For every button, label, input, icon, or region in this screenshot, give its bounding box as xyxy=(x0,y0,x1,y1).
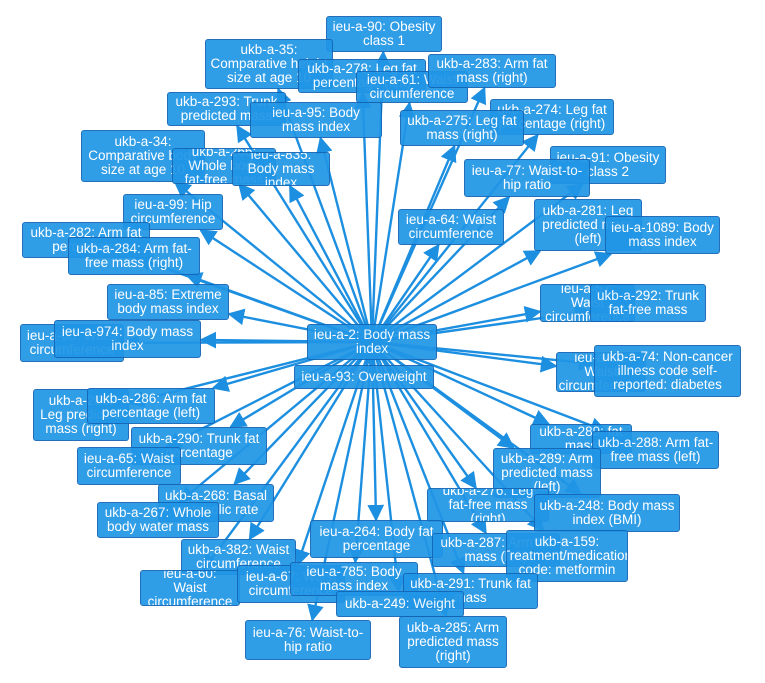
node-159[interactable]: ukb-a-159: Treatment/medication code: me… xyxy=(506,530,628,582)
node-label: ukb-a-276: Leg fat-free mass (right) xyxy=(442,488,534,522)
node-bmi2[interactable]: ieu-a-835: Body mass index xyxy=(232,152,330,186)
node-275[interactable]: ukb-a-275: Leg fat mass (right) xyxy=(400,110,524,146)
node-label: ukb-a-289: Arm predicted mass (left) xyxy=(500,451,594,494)
node-label: ieu-a-99: Hip circumference xyxy=(130,197,216,226)
edge-bmi2 xyxy=(288,184,374,343)
node-bmi3[interactable]: ieu-a-1089: Body mass index xyxy=(605,216,720,254)
node-label: ukb-a-286: Arm fat percentage (left) xyxy=(95,391,207,420)
node-label: ieu-a-77: Waist-to-hip ratio xyxy=(471,163,583,192)
edge-276 xyxy=(371,341,477,490)
node-76[interactable]: ieu-a-76: Waist-to-hip ratio xyxy=(245,620,371,660)
node-label: ukb-a-283: Arm fat mass (right) xyxy=(436,56,548,85)
node-65[interactable]: ieu-a-65: Waist circumference xyxy=(77,447,181,485)
node-label: ukb-a-288: Arm fat-free mass (left) xyxy=(597,435,714,464)
node-85[interactable]: ieu-a-85: Extreme body mass index xyxy=(107,284,229,320)
node-286[interactable]: ukb-a-286: Arm fat percentage (left) xyxy=(87,388,215,424)
edge-266 xyxy=(238,182,373,343)
node-95[interactable]: ieu-a-95: Body mass index xyxy=(250,102,382,138)
center-node[interactable]: ieu-a-2: Body mass index xyxy=(307,324,437,360)
node-label: ukb-a-249: Weight xyxy=(344,596,456,611)
node-label: ukb-a-284: Arm fat-free mass (right) xyxy=(76,241,192,270)
node-label: ieu-a-974: Body mass index xyxy=(61,324,194,353)
node-60[interactable]: ieu-a-60: Waist circumference xyxy=(140,570,240,606)
node-label: ieu-a-785: Body mass index xyxy=(306,564,402,593)
edge-99 xyxy=(199,228,373,344)
node-label: ukb-a-248: Body mass index (BMI) xyxy=(539,498,675,527)
node-label: ieu-a-1089: Body mass index xyxy=(611,220,714,249)
node-264[interactable]: ieu-a-264: Body fat percentage xyxy=(310,520,443,558)
node-248[interactable]: ukb-a-248: Body mass index (BMI) xyxy=(534,494,680,532)
node-974[interactable]: ieu-a-974: Body mass index xyxy=(54,320,201,358)
node-label: ieu-a-2: Body mass index xyxy=(313,327,431,356)
node-77[interactable]: ieu-a-77: Waist-to-hip ratio xyxy=(464,159,590,197)
node-283[interactable]: ukb-a-283: Arm fat mass (right) xyxy=(428,54,556,88)
node-label: ukb-a-285: Arm predicted mass (right) xyxy=(406,620,500,663)
node-93[interactable]: ieu-a-93: Overweight xyxy=(294,365,434,389)
node-label: ieu-a-60: Waist circumference xyxy=(147,570,233,606)
node-64[interactable]: ieu-a-64: Waist circumference xyxy=(398,209,504,245)
node-288[interactable]: ukb-a-288: Arm fat-free mass (left) xyxy=(592,431,719,469)
node-label: ieu-a-64: Waist circumference xyxy=(405,212,497,241)
node-label: ieu-a-93: Overweight xyxy=(301,369,427,384)
node-label: ieu-a-85: Extreme body mass index xyxy=(114,287,222,316)
node-label: ieu-a-76: Waist-to-hip ratio xyxy=(252,625,364,654)
node-785[interactable]: ieu-a-785: Body mass index xyxy=(290,562,418,596)
node-label: ukb-a-35: Comparative height size at age… xyxy=(210,42,328,85)
node-label: ieu-a-90: Obesity class 1 xyxy=(332,19,436,48)
node-label: ukb-a-290: Trunk fat percentage xyxy=(138,431,260,460)
node-285[interactable]: ukb-a-285: Arm predicted mass (right) xyxy=(399,616,507,668)
node-label: ukb-a-74: Non-cancer illness code self-r… xyxy=(602,349,733,392)
node-284[interactable]: ukb-a-284: Arm fat-free mass (right) xyxy=(68,237,200,275)
node-label: ukb-a-275: Leg fat mass (right) xyxy=(407,113,517,142)
node-293[interactable]: ukb-a-293: Trunk predicted mass xyxy=(167,92,286,126)
node-267[interactable]: ukb-a-267: Whole body water mass xyxy=(97,502,219,538)
node-label: ieu-a-835: Body mass index xyxy=(247,152,315,186)
node-276[interactable]: ukb-a-276: Leg fat-free mass (right) xyxy=(427,488,549,522)
node-label: ieu-a-264: Body fat percentage xyxy=(319,524,434,553)
node-label: ukb-a-267: Whole body water mass xyxy=(104,505,212,534)
node-74[interactable]: ukb-a-74: Non-cancer illness code self-r… xyxy=(594,345,741,397)
node-292[interactable]: ukb-a-292: Trunk fat-free mass xyxy=(590,284,706,322)
node-label: ukb-a-292: Trunk fat-free mass xyxy=(596,288,700,317)
node-90[interactable]: ieu-a-90: Obesity class 1 xyxy=(326,16,442,52)
node-99[interactable]: ieu-a-99: Hip circumference xyxy=(123,194,223,230)
node-label: ukb-a-159: Treatment/medication code: me… xyxy=(506,534,628,577)
node-249[interactable]: ukb-a-249: Weight xyxy=(336,591,464,617)
node-label: ukb-a-291: Trunk fat mass xyxy=(410,576,531,605)
node-label: ieu-a-95: Body mass index xyxy=(272,105,360,134)
node-label: ieu-a-65: Waist circumference xyxy=(83,451,175,480)
node-290[interactable]: ukb-a-290: Trunk fat percentage xyxy=(131,427,267,465)
